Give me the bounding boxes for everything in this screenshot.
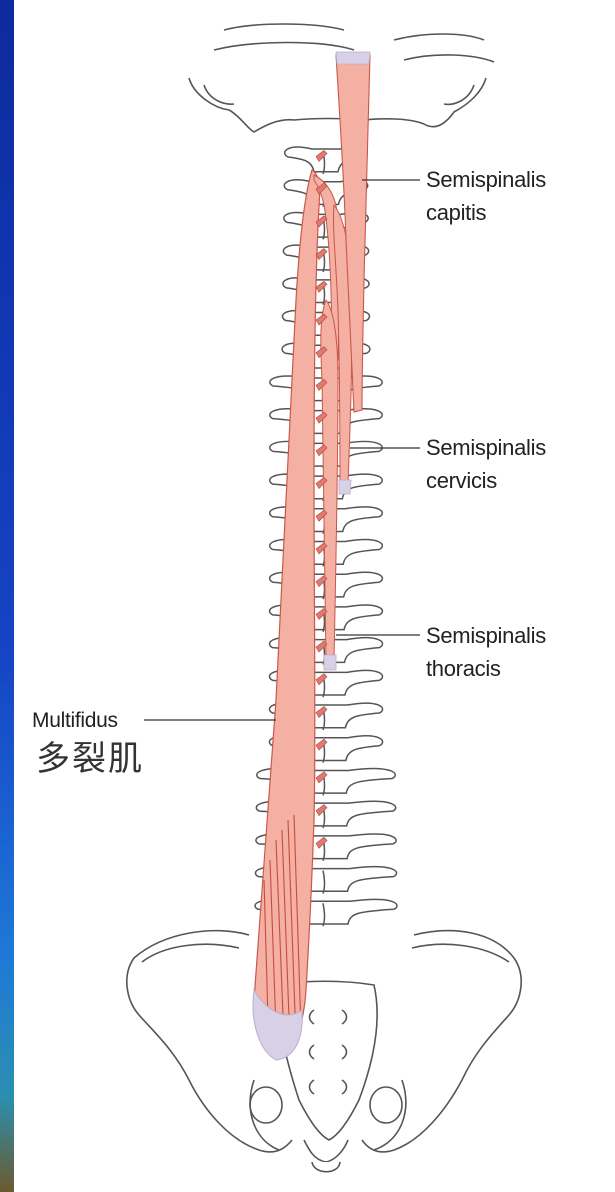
label-semispinalis-thoracis: Semispinalis thoracis (426, 619, 546, 685)
label-semispinalis-capitis-line1: Semispinalis (426, 163, 546, 196)
label-semispinalis-cervicis: Semispinalis cervicis (426, 431, 546, 497)
label-semispinalis-thoracis-line2: thoracis (426, 652, 546, 685)
label-semispinalis-capitis: Semispinalis capitis (426, 163, 546, 229)
label-semispinalis-cervicis-line2: cervicis (426, 464, 546, 497)
label-multifidus-chinese: 多裂肌 (36, 737, 144, 781)
label-multifidus: Multifidus (32, 704, 118, 737)
illustration-panel: Semispinalis capitis Semispinalis cervic… (14, 0, 615, 1192)
pelvis (127, 931, 521, 1172)
label-semispinalis-cervicis-line1: Semispinalis (426, 431, 546, 464)
label-semispinalis-thoracis-line1: Semispinalis (426, 619, 546, 652)
label-semispinalis-capitis-line2: capitis (426, 196, 546, 229)
